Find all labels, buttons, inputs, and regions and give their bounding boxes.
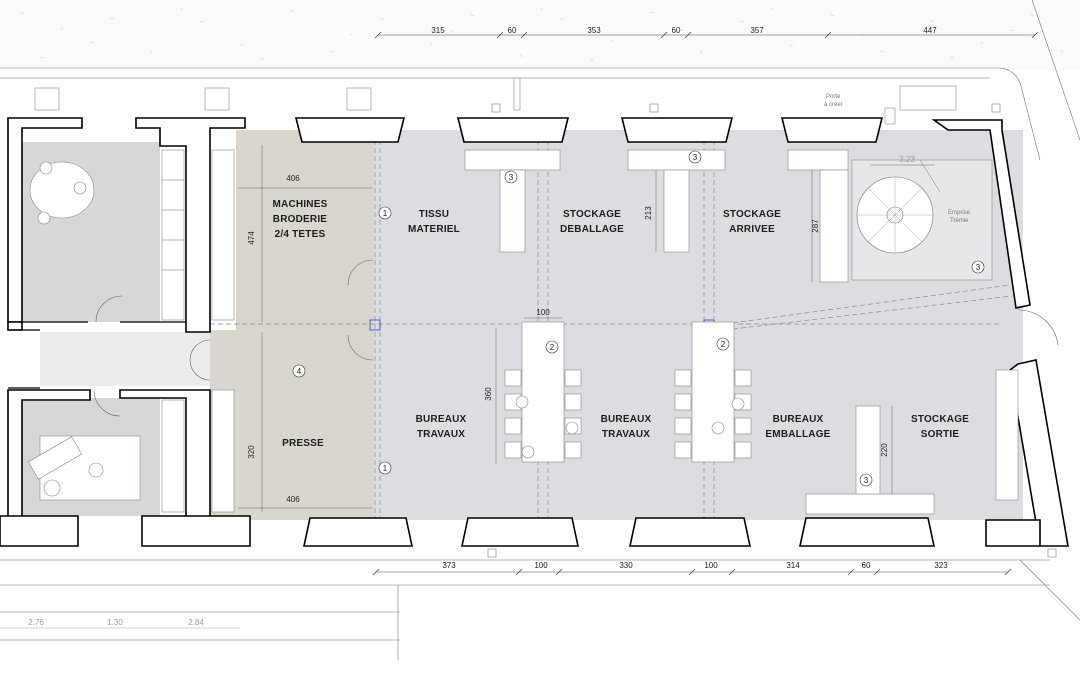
walls <box>0 117 1069 547</box>
interior-dimensions: 406 406 474 320 100 360 213 287 220 <box>238 145 893 512</box>
callout-4-presse: 4 <box>292 364 306 378</box>
svg-text:3: 3 <box>976 263 981 272</box>
top-dim-4: 60 <box>672 26 681 35</box>
dim-beige-top-height: 474 <box>247 231 256 245</box>
svg-text:2: 2 <box>550 343 555 352</box>
svg-text:3: 3 <box>509 173 514 182</box>
dim-shelf-deballage: 213 <box>644 206 653 220</box>
callout-2-left: 2 <box>545 340 559 354</box>
callouts: 1 1 2 2 3 3 3 3 4 <box>292 150 985 487</box>
bottom-dim-7: 323 <box>934 561 948 570</box>
callout-3-stair: 3 <box>971 260 985 274</box>
dim-stair-room: 287 <box>811 219 820 233</box>
zone-presse-beige-lower <box>210 330 373 520</box>
bottom-dim-4: 100 <box>704 561 718 570</box>
porte-label: Porte <box>826 94 841 100</box>
top-dim-3: 353 <box>587 26 601 35</box>
dim-beige-top-width: 406 <box>286 174 300 183</box>
top-dim-1: 315 <box>431 26 445 35</box>
svg-text:4: 4 <box>297 367 302 376</box>
callout-1-top: 1 <box>378 206 392 220</box>
far-dim-2: 1.30 <box>107 618 123 627</box>
bottom-dim-3: 330 <box>619 561 633 570</box>
dim-table-width: 100 <box>536 308 550 317</box>
emprise-sub-label: Trémie <box>950 218 969 224</box>
bottom-dim-6: 60 <box>862 561 871 570</box>
bottom-dim-2: 100 <box>534 561 548 570</box>
spiral-staircase: 3.23 Emprise Trémie <box>851 155 993 281</box>
callout-3-sortie: 3 <box>859 473 873 487</box>
callout-3-arrivee: 3 <box>688 150 702 164</box>
callout-2-right: 2 <box>716 337 730 351</box>
svg-text:3: 3 <box>864 476 869 485</box>
desk-cluster-left <box>504 321 582 463</box>
left-furniture <box>27 149 235 513</box>
room-presse: PRESSE <box>282 438 324 449</box>
svg-text:2: 2 <box>721 340 726 349</box>
svg-text:1: 1 <box>383 209 388 218</box>
far-bottom-dimensions: 2.76 1.30 2.84 <box>0 618 240 629</box>
stair-width-dim: 3.23 <box>899 155 915 164</box>
porte-sub-label: à créer <box>824 102 843 108</box>
top-dim-2: 60 <box>508 26 517 35</box>
facade-lines <box>0 0 1080 660</box>
top-dimension-chain: 315 60 353 60 357 447 <box>374 26 1039 39</box>
dim-beige-bottom-height: 320 <box>247 445 256 459</box>
dim-table-height: 360 <box>484 387 493 401</box>
svg-text:3: 3 <box>693 153 698 162</box>
bottom-dim-1: 373 <box>442 561 456 570</box>
callout-1-bottom: 1 <box>378 461 392 475</box>
zone-corridor <box>40 332 210 386</box>
shelving <box>464 149 1019 515</box>
top-dim-5: 357 <box>750 26 764 35</box>
far-dim-3: 2.84 <box>188 618 204 627</box>
far-dim-1: 2.76 <box>28 618 44 627</box>
top-dim-6: 447 <box>923 26 937 35</box>
bottom-dim-5: 314 <box>786 561 800 570</box>
dim-shelf-sortie: 220 <box>880 443 889 457</box>
bottom-dimension-chain: 373 100 330 100 314 60 323 <box>372 561 1012 576</box>
callout-3-deballage: 3 <box>504 170 518 184</box>
dim-beige-bottom-width: 406 <box>286 495 300 504</box>
emprise-label: Emprise <box>948 210 971 216</box>
svg-text:1: 1 <box>383 464 388 473</box>
